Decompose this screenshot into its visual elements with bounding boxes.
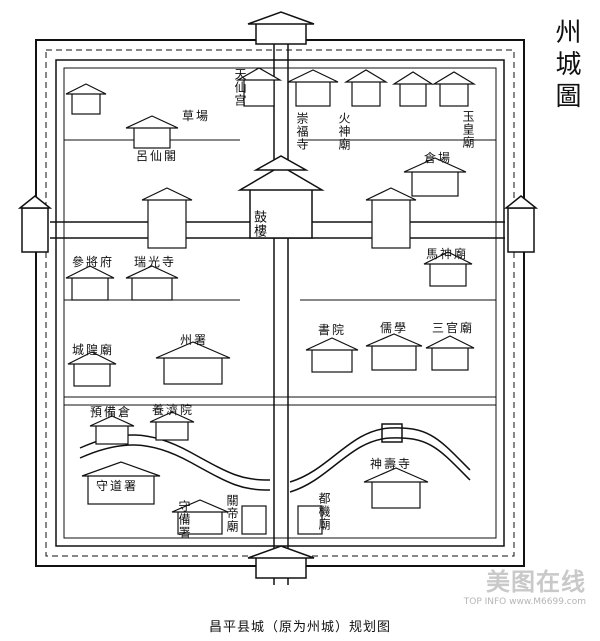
label-duji-miao: 都機廟 <box>317 492 331 531</box>
watermark: 美图在线 TOP INFO www.M6699.com <box>464 562 586 607</box>
label-cang-chang: 倉場 <box>424 151 453 165</box>
buildings <box>65 67 477 535</box>
label-jiji-yuan: 養濟院 <box>152 403 195 417</box>
label-shoubei-shu: 守備署 <box>177 500 191 539</box>
gate-towers <box>17 11 539 579</box>
map-title: 州城圖 <box>551 18 581 114</box>
label-shuyuan: 書院 <box>318 323 347 337</box>
label-cao-chang: 草場 <box>182 109 211 123</box>
river <box>79 423 471 493</box>
label-huoshen-miao: 火神廟 <box>337 112 351 151</box>
label-shenshou-si: 神壽寺 <box>370 457 413 471</box>
label-sanguan-miao: 三官廟 <box>432 321 475 335</box>
watermark-logo: 美图在线 <box>486 568 586 596</box>
label-lu-xian-guan: 呂仙閣 <box>136 149 179 163</box>
label-ruiguang-si: 瑞光寺 <box>134 255 177 269</box>
label-tianxian-gong: 天仙宫 <box>233 68 247 107</box>
label-chenghuang-miao: 城隍廟 <box>72 343 115 357</box>
label-yuhuang-miao: 玉皇廟 <box>461 110 475 149</box>
watermark-url: TOP INFO www.M6699.com <box>463 597 586 607</box>
label-zhou-shu: 州署 <box>180 333 209 347</box>
label-ru-xue: 儒學 <box>380 321 409 335</box>
label-yubei-cang: 預備倉 <box>90 405 133 419</box>
label-gu-lou: 鼓樓 <box>251 210 266 238</box>
map-caption: 昌平县城（原为州城）规划图 <box>208 620 391 635</box>
drum-tower <box>237 155 325 239</box>
label-guandi-miao: 關帝廟 <box>225 494 239 533</box>
label-shouzhou-dao: 守道署 <box>96 479 139 493</box>
label-mashen-miao: 馬神廟 <box>426 247 469 261</box>
label-canjiang-fu: 參將府 <box>72 255 115 269</box>
label-chongfu-si: 崇福寺 <box>295 112 309 151</box>
